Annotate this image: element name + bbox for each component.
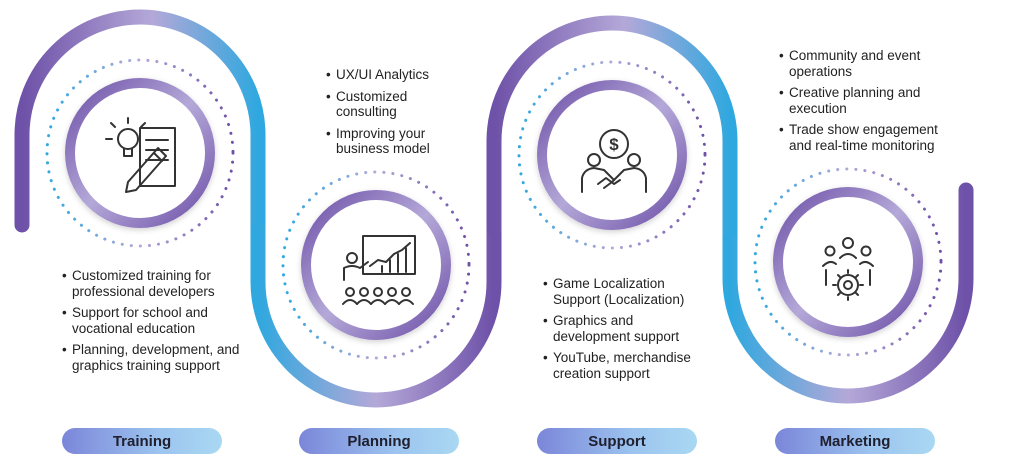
stage-label-planning: Planning	[299, 428, 459, 454]
list-item: UX/UI Analytics	[326, 67, 456, 83]
list-item: Community and event operations	[779, 48, 954, 79]
svg-text:$: $	[609, 135, 619, 154]
list-item: Creative planning and execution	[779, 85, 954, 116]
circle-planning	[301, 190, 451, 340]
list-item: YouTube, merchandise creation support	[543, 350, 713, 381]
list-item: Game Localization Support (Localization)	[543, 276, 713, 307]
list-item: Customized consulting	[326, 89, 456, 120]
list-item: Customized training for professional dev…	[62, 268, 242, 299]
stage-label-training: Training	[62, 428, 222, 454]
presentation-audience-icon	[342, 235, 416, 305]
list-item: Support for school and vocational educat…	[62, 305, 242, 336]
list-item: Trade show engagement and real-time moni…	[779, 122, 954, 153]
wave-segment-4	[722, 182, 974, 404]
halo-2	[281, 170, 471, 360]
wave-segment-1	[14, 9, 266, 238]
circle-marketing	[773, 187, 923, 337]
stage-label-support: Support	[537, 428, 697, 454]
training-list: Customized training for professional dev…	[62, 268, 242, 379]
wave-segment-3	[486, 15, 738, 248]
handshake-dollar-icon: $	[581, 129, 647, 193]
planning-list: UX/UI Analytics Customized consulting Im…	[326, 67, 456, 163]
marketing-list: Community and event operations Creative …	[779, 48, 954, 159]
circle-support	[537, 80, 687, 230]
halo-1	[45, 58, 235, 248]
idea-pencil-icon	[105, 117, 176, 193]
wave-segment-2	[250, 220, 502, 408]
list-item: Improving your business model	[326, 126, 456, 157]
stage-label-marketing: Marketing	[775, 428, 935, 454]
team-gear-icon	[822, 237, 874, 301]
halo-3	[517, 60, 707, 250]
list-item: Graphics and development support	[543, 313, 713, 344]
list-item: Planning, development, and graphics trai…	[62, 342, 242, 373]
halo-4	[753, 167, 943, 357]
support-list: Game Localization Support (Localization)…	[543, 276, 713, 387]
